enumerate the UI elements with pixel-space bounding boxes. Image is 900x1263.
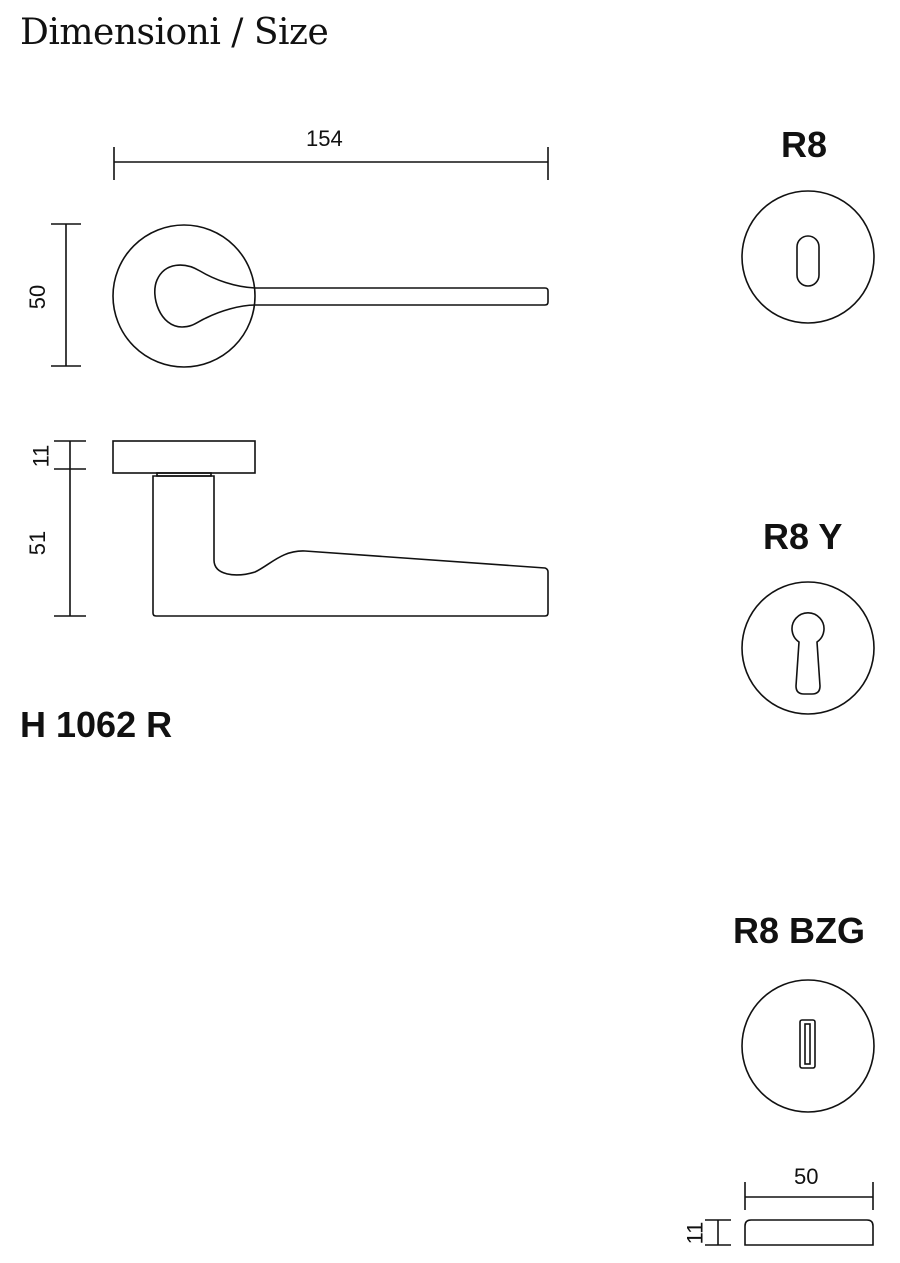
handle-side-view — [112, 440, 549, 617]
model-code: H 1062 R — [20, 704, 173, 745]
escutcheon-label-r8y: R8 Y — [763, 516, 843, 557]
dimension-label-50: 50 — [25, 284, 51, 310]
escutcheon-label-r8bzg: R8 BZG — [733, 910, 866, 951]
dimension-line-154 — [113, 147, 549, 180]
page-title: Dimensioni / Size — [20, 12, 329, 53]
dimension-label-154: 154 — [306, 126, 343, 151]
escutcheon-r8y-drawing — [741, 581, 875, 715]
escutcheon-label-r8: R8 — [781, 124, 828, 165]
escutcheon-r8-drawing — [741, 190, 875, 324]
dimension-label-11: 11 — [28, 444, 54, 468]
escutcheon-r8bzg-drawing — [741, 979, 875, 1113]
dimension-line-11-51 — [54, 440, 86, 617]
dimension-label-51: 51 — [25, 530, 51, 556]
dimension-label-escutcheon-50: 50 — [794, 1164, 819, 1189]
handle-top-view — [112, 224, 549, 368]
dimension-line-50 — [51, 223, 81, 367]
escutcheon-side-view — [705, 1182, 874, 1246]
dimension-label-escutcheon-11: 11 — [682, 1221, 708, 1245]
